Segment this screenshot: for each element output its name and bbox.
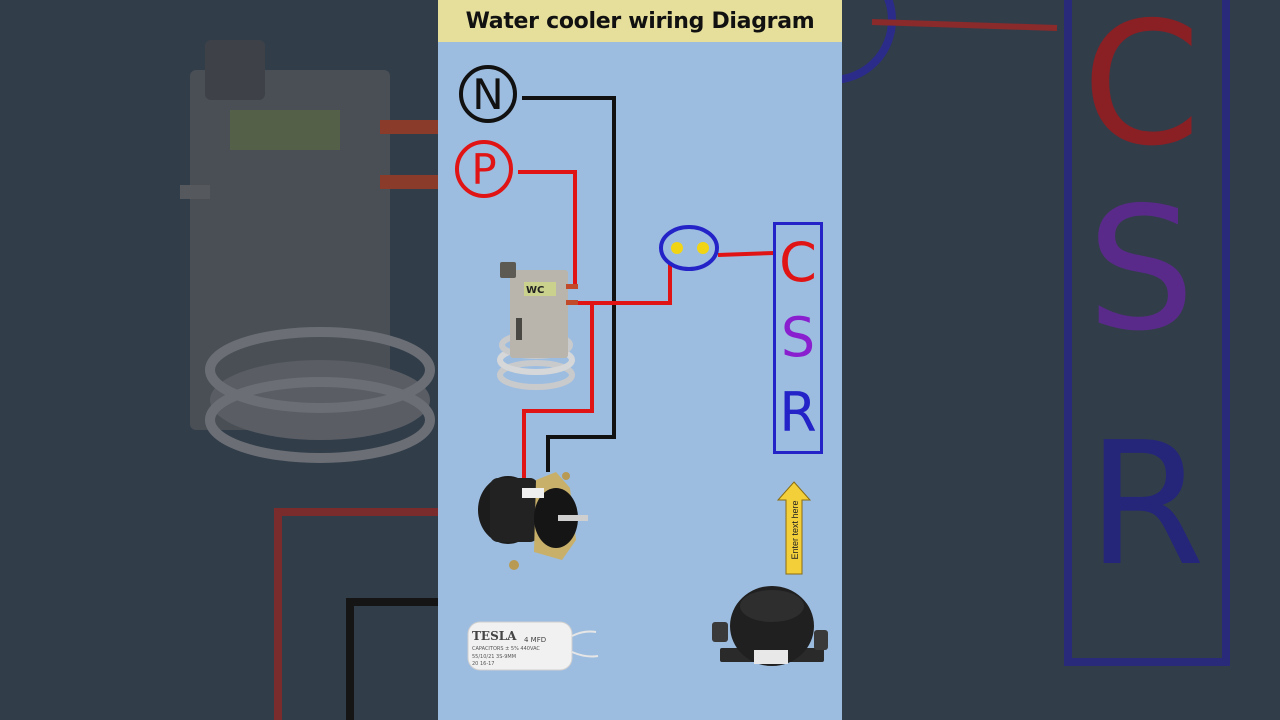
overload-protector bbox=[659, 225, 719, 271]
terminal-s-label: S bbox=[780, 305, 816, 369]
compressor-image bbox=[712, 586, 828, 666]
title-bar: Water cooler wiring Diagram bbox=[438, 0, 842, 42]
wiring-diagram-panel: Water cooler wiring Diagram WC bbox=[438, 0, 842, 720]
capacitor-line-2: 55/10/21 3S-9MM bbox=[472, 654, 516, 660]
diagram-graphics: WC TESLA 4 MFD CAPACITORS ± 5% 440VAC 55… bbox=[467, 96, 828, 671]
thermostat-overload-wire bbox=[568, 260, 678, 305]
fan-motor-image bbox=[478, 472, 588, 570]
capacitor-line-1: CAPACITORS ± 5% 440VAC bbox=[472, 646, 540, 652]
neutral-terminal-label: N bbox=[459, 65, 517, 123]
neutral-wire bbox=[522, 96, 616, 472]
arrow-placeholder-text: Enter text here bbox=[790, 500, 800, 560]
capacitor-brand: TESLA bbox=[472, 629, 517, 643]
terminal-c-label: C bbox=[779, 230, 817, 294]
thermostat-label: WC bbox=[526, 285, 544, 296]
bg-letter-r: R bbox=[1087, 406, 1206, 604]
bg-letter-s: S bbox=[1087, 171, 1195, 369]
phase-letter: P bbox=[471, 144, 497, 194]
csr-zoom-image bbox=[842, 0, 1230, 666]
phase-terminal-label: P bbox=[455, 140, 513, 198]
background-left bbox=[0, 0, 438, 720]
neutral-letter: N bbox=[472, 69, 504, 119]
capacitor-image: TESLA 4 MFD CAPACITORS ± 5% 440VAC 55/10… bbox=[467, 621, 599, 671]
capacitor-rating: 4 MFD bbox=[524, 636, 546, 644]
thermostat-image: WC bbox=[497, 262, 578, 390]
compressor-terminal-box: C S R bbox=[773, 222, 823, 454]
background-right: C S R bbox=[842, 0, 1280, 720]
terminal-r-label: R bbox=[779, 381, 817, 445]
up-arrow-icon bbox=[776, 481, 812, 575]
capacitor-line-3: 20 16-17 bbox=[472, 661, 494, 667]
diagram-title: Water cooler wiring Diagram bbox=[465, 8, 815, 34]
phase-wire bbox=[518, 170, 577, 288]
bg-letter-c: C bbox=[1082, 0, 1201, 184]
thermostat-zoom-image bbox=[180, 40, 438, 720]
overload-c-wire bbox=[717, 251, 775, 257]
